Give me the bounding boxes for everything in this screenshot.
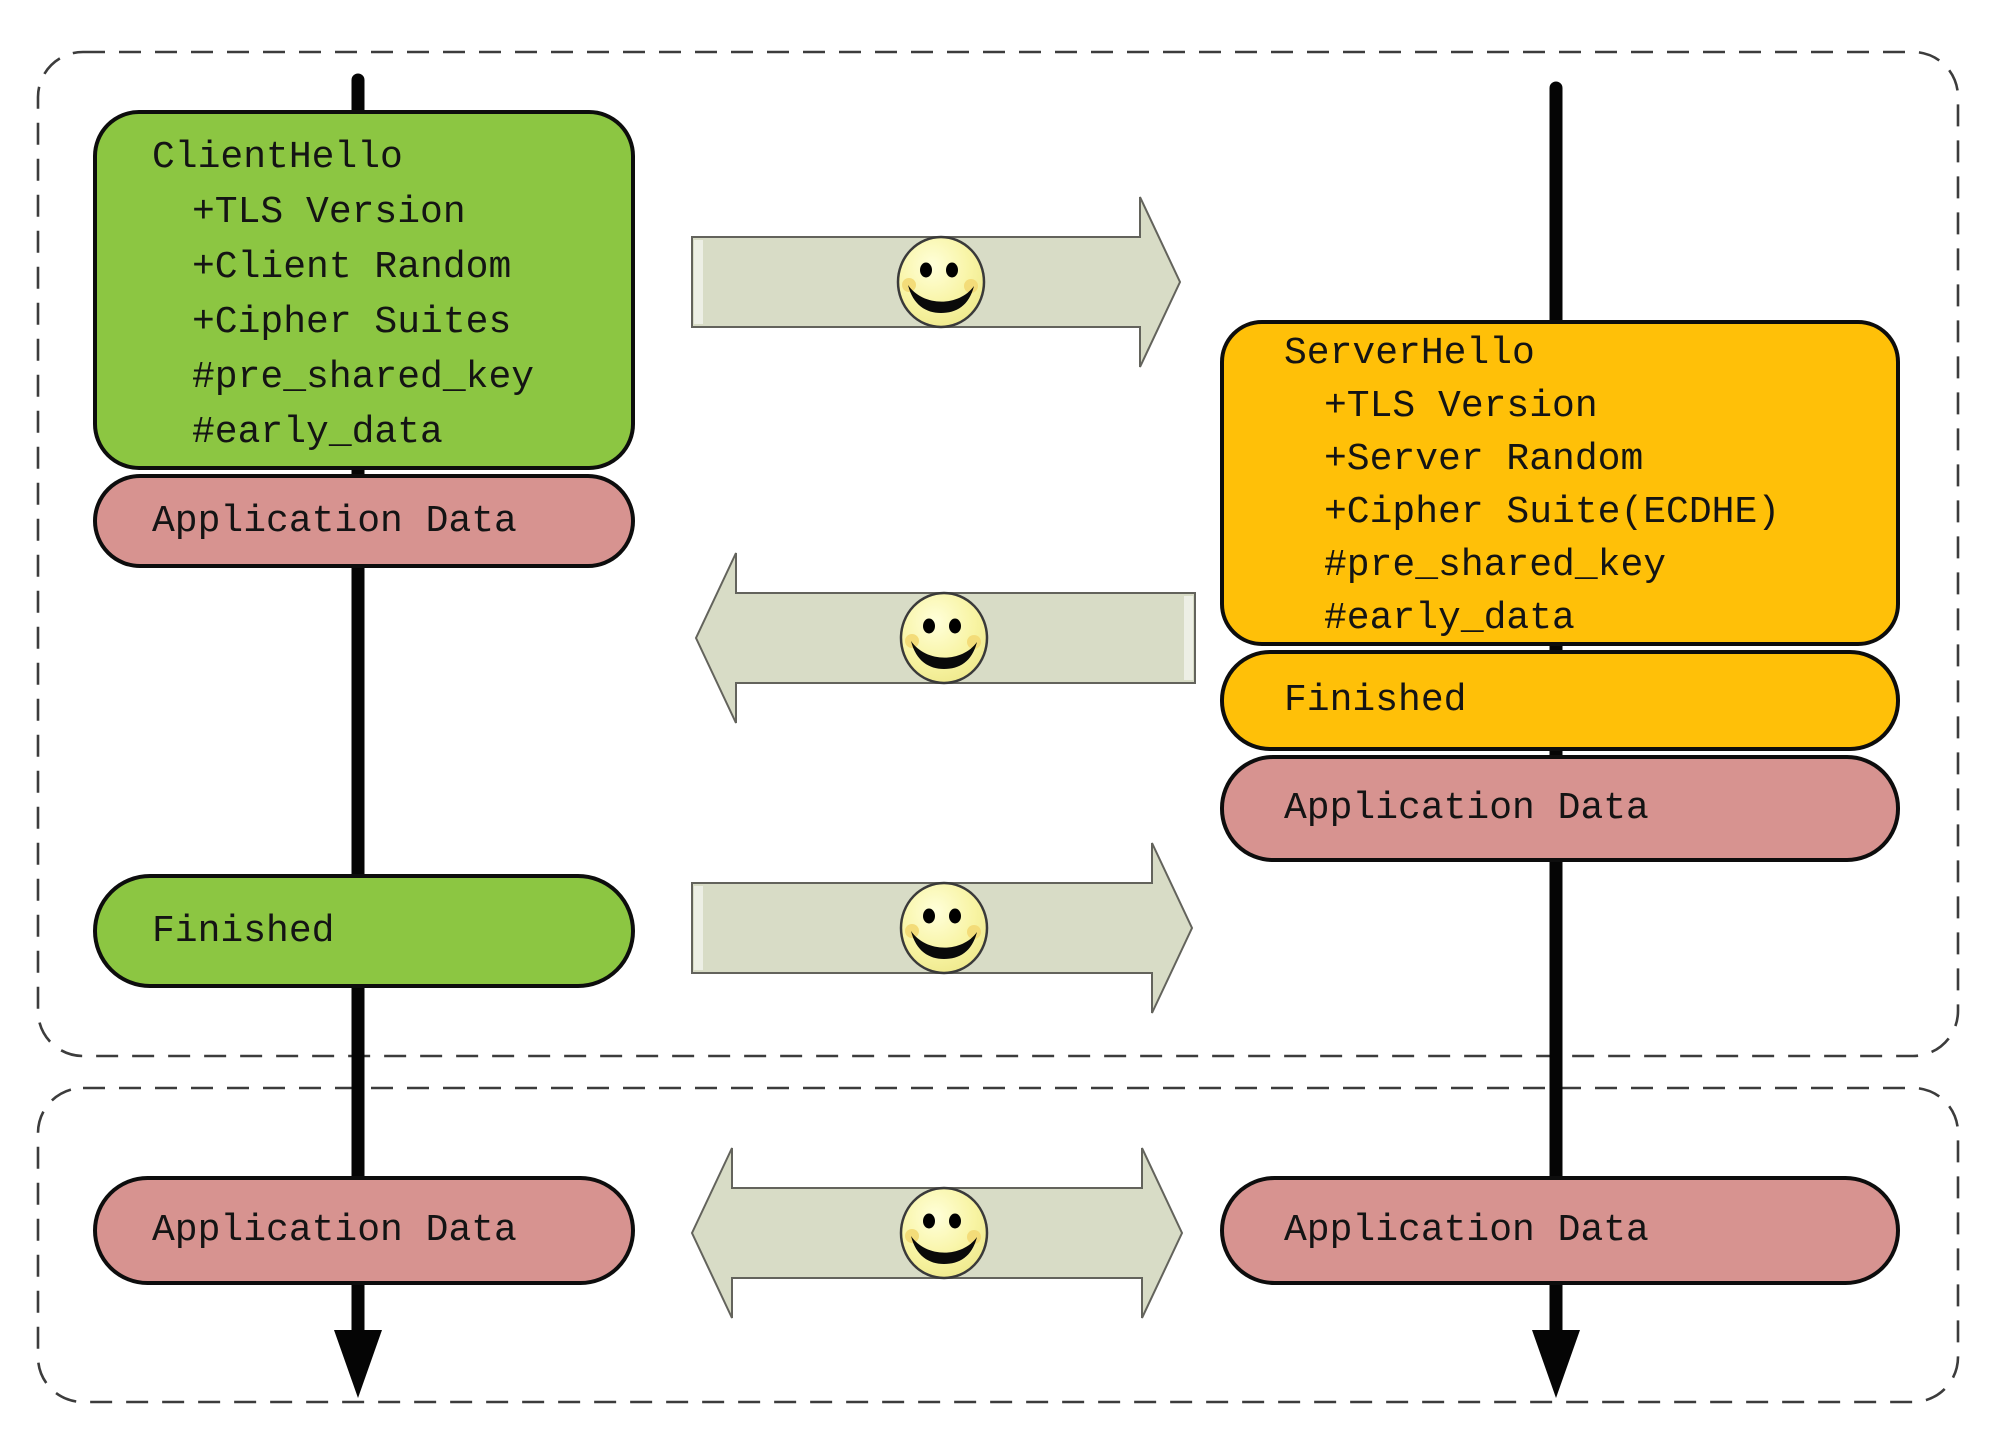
client-application-data-pill-1: Application Data <box>93 474 635 568</box>
server-hello-box: ServerHello +TLS Version +Server Random … <box>1220 320 1900 646</box>
message-field: #pre_shared_key <box>192 356 535 399</box>
message-title: ServerHello <box>1284 332 1535 375</box>
down-arrow-icon <box>1532 1330 1580 1398</box>
pill-label: Application Data <box>152 499 517 543</box>
smiley-face-icon <box>899 591 989 685</box>
pill-label: Application Data <box>1284 1209 1649 1252</box>
message-field: #early_data <box>192 411 443 454</box>
pill-label: Application Data <box>152 1209 517 1252</box>
server-finished-pill: Finished <box>1220 650 1900 751</box>
pill-label: Application Data <box>1284 787 1649 830</box>
server-application-data-pill-1: Application Data <box>1220 755 1900 862</box>
server-application-data-pill-2: Application Data <box>1220 1176 1900 1285</box>
pill-label: Finished <box>152 909 335 953</box>
message-field: +Client Random <box>192 246 512 289</box>
pill-label: Finished <box>1284 679 1467 722</box>
client-application-data-pill-2: Application Data <box>93 1176 635 1285</box>
app-data-phase-container <box>36 1086 1960 1404</box>
message-field: #early_data <box>1324 597 1575 640</box>
smiley-face-icon <box>896 235 986 329</box>
message-field: +TLS Version <box>192 191 466 234</box>
message-field: +Cipher Suite(ECDHE) <box>1324 491 1781 534</box>
message-field: +TLS Version <box>1324 385 1598 428</box>
handshake-phase-container <box>36 50 1960 1058</box>
smiley-face-icon <box>899 881 989 975</box>
smiley-face-icon <box>899 1186 989 1280</box>
message-field: #pre_shared_key <box>1324 544 1667 587</box>
down-arrow-icon <box>334 1330 382 1398</box>
message-title: ClientHello <box>152 136 403 179</box>
client-finished-pill: Finished <box>93 874 635 988</box>
message-field: +Cipher Suites <box>192 301 512 344</box>
client-hello-box: ClientHello +TLS Version +Client Random … <box>93 110 635 470</box>
message-field: +Server Random <box>1324 438 1644 481</box>
